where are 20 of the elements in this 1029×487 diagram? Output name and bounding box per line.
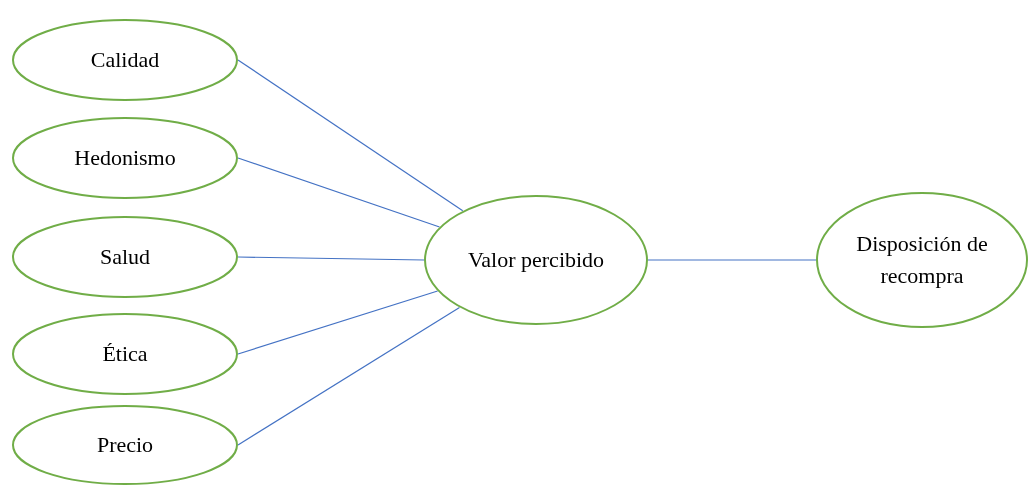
node-label: Valor percibido [467, 246, 605, 275]
connector-line [237, 306, 461, 446]
ellipse-node [12, 313, 238, 395]
node-label: Ética [102, 340, 148, 369]
ellipse-node [816, 192, 1028, 328]
connector-line [237, 290, 439, 355]
ellipse-node [12, 405, 238, 485]
ellipse-node [12, 19, 238, 101]
ellipse-node [12, 117, 238, 199]
node-label: Hedonismo [74, 144, 176, 173]
node-label: Calidad [90, 46, 160, 75]
connector-line [237, 157, 441, 228]
connector-line [237, 256, 425, 261]
ellipse-node [12, 216, 238, 298]
connector-line [237, 59, 464, 212]
node-label: Precio [96, 431, 154, 460]
ellipse-node [424, 195, 648, 325]
node-label: Disposición de recompra [855, 230, 989, 290]
node-label: Salud [99, 243, 151, 272]
connector-line [647, 259, 817, 261]
